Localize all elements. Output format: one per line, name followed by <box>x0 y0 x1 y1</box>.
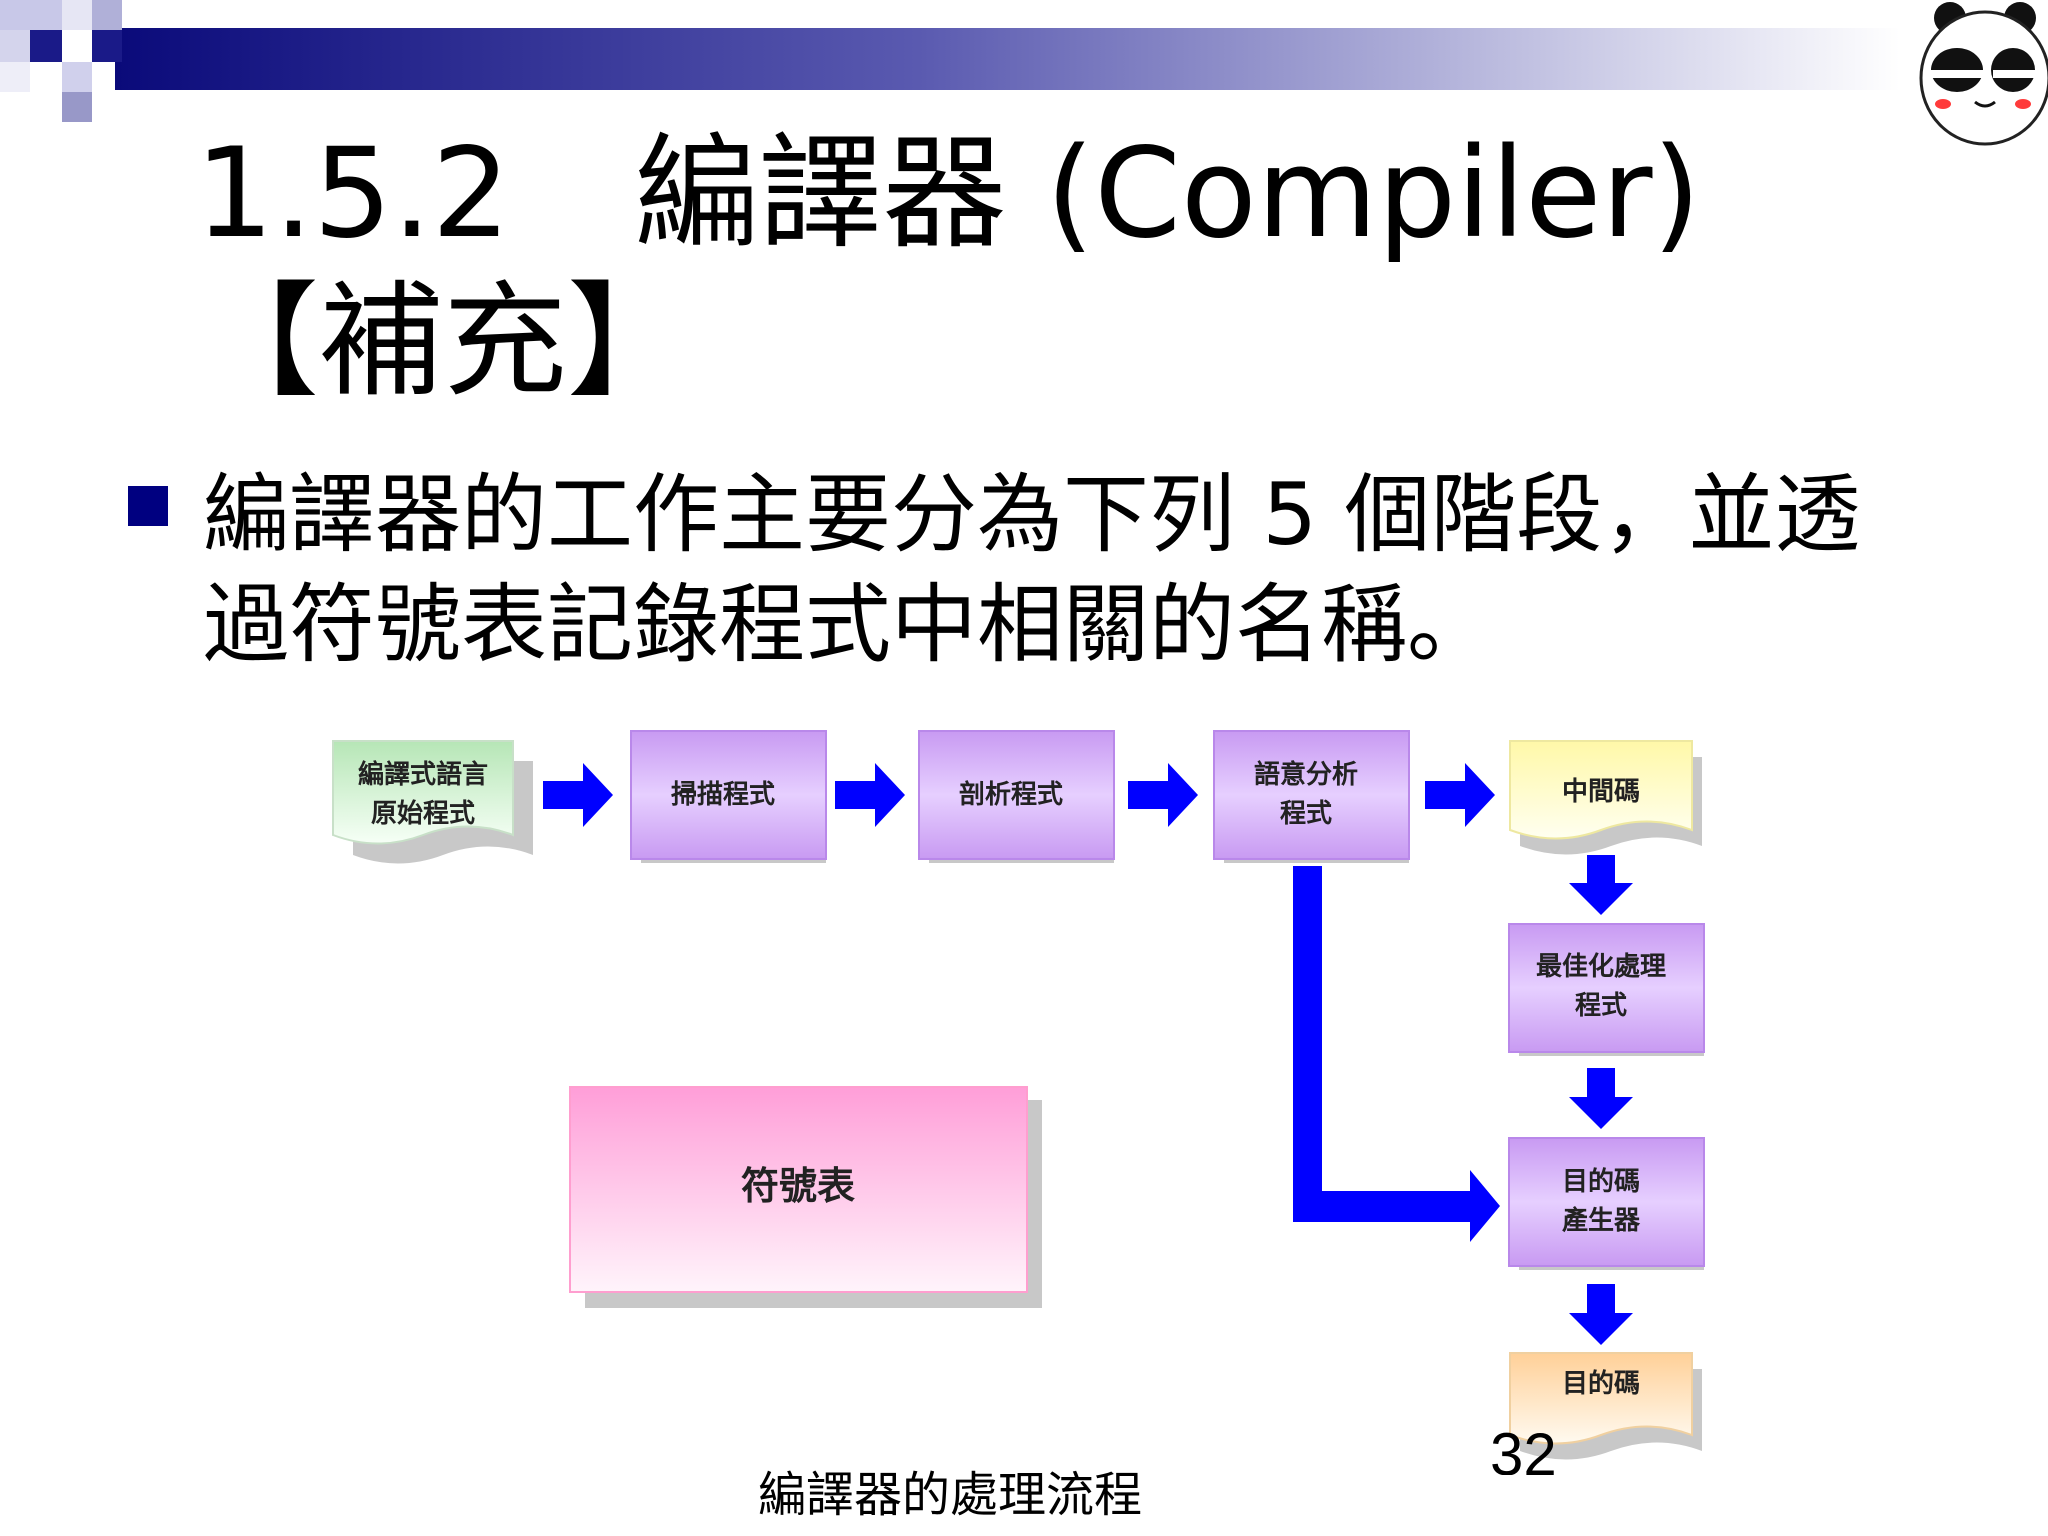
source-program-doc: 編譯式語言 原始程式 <box>332 740 533 864</box>
source-label-line1: 編譯式語言 <box>358 759 488 790</box>
arrow-parser-to-semantic <box>1128 763 1198 827</box>
page-number: 32 <box>1490 1421 1557 1475</box>
intermediate-code-doc: 中間碼 <box>1509 740 1702 855</box>
intermediate-label: 中間碼 <box>1562 777 1640 807</box>
target-label: 目的碼 <box>1562 1368 1640 1399</box>
symbol-table-label: 符號表 <box>741 1163 855 1208</box>
parser-box: 剖析程式 <box>918 730 1115 863</box>
slide-title: 1.5.2 編譯器 (Compiler) 【補充】 <box>195 122 1701 414</box>
scanner-label: 掃描程式 <box>671 780 775 810</box>
semantic-label-line2: 程式 <box>1280 799 1332 829</box>
parser-label: 剖析程式 <box>959 779 1063 810</box>
source-label-line2: 原始程式 <box>371 799 475 829</box>
header-band <box>0 0 1900 122</box>
arrow-source-to-scanner <box>543 763 613 827</box>
arrow-semantic-to-codegen <box>1293 866 1500 1242</box>
arrow-semantic-to-intermediate <box>1425 763 1495 827</box>
arrow-scanner-to-parser <box>835 763 905 827</box>
scanner-box: 掃描程式 <box>630 730 827 863</box>
semantic-label-line1: 語意分析 <box>1254 759 1358 790</box>
arrow-codegen-to-target <box>1569 1284 1633 1345</box>
target-code-doc: 目的碼 <box>1509 1352 1702 1460</box>
optimizer-label-line1: 最佳化處理 <box>1536 952 1666 982</box>
panda-mascot-icon <box>1919 2 2048 146</box>
diagram-caption: 編譯器的處理流程 <box>757 1467 1142 1523</box>
symbol-table-box: 符號表 <box>569 1086 1042 1308</box>
optimizer-box: 最佳化處理 程式 <box>1508 923 1705 1056</box>
semantic-analyzer-box: 語意分析 程式 <box>1213 730 1410 863</box>
bullet-marker <box>128 486 168 526</box>
bullet-text: 編譯器的工作主要分為下列 5 個階段，並透過符號表記錄程式中相關的名稱。 <box>203 465 1861 675</box>
code-generator-box: 目的碼 產生器 <box>1508 1137 1705 1270</box>
arrow-intermediate-to-optimizer <box>1569 855 1633 915</box>
optimizer-label-line2: 程式 <box>1575 991 1627 1021</box>
codegen-label-line2: 產生器 <box>1562 1205 1641 1236</box>
arrow-optimizer-to-codegen <box>1569 1068 1633 1129</box>
codegen-label-line1: 目的碼 <box>1562 1166 1640 1197</box>
